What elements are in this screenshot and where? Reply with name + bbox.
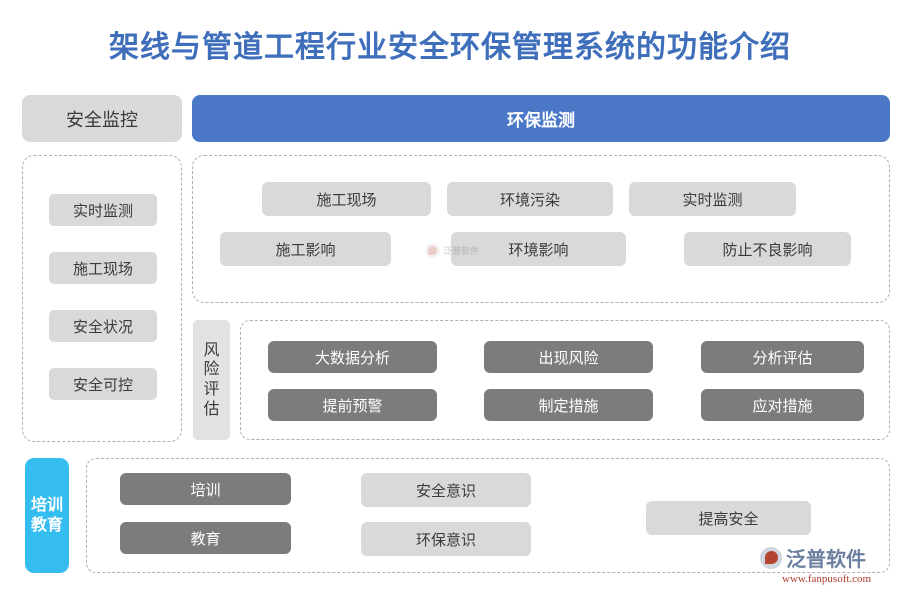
list-item[interactable]: 出现风险	[484, 341, 653, 373]
list-item[interactable]: 防止不良影响	[684, 232, 851, 266]
tab-environmental-monitoring-label: 环保监测	[507, 111, 575, 130]
training-tab-line: 教育	[30, 516, 63, 534]
risk-chip-label: 分析评估	[752, 349, 813, 367]
page-title: 架线与管道工程行业安全环保管理系统的功能介绍	[109, 31, 791, 64]
list-item[interactable]: 制定措施	[484, 389, 653, 421]
risk-assessment-panel: 大数据分析 出现风险 分析评估 提前预警 制定措施 应对措施	[240, 320, 890, 440]
list-item[interactable]: 安全可控	[49, 368, 157, 400]
list-item[interactable]: 环境影响	[451, 232, 626, 266]
env-chip-label: 环境污染	[499, 191, 560, 209]
risk-chip-label: 制定措施	[538, 397, 599, 415]
risk-label-char: 估	[203, 400, 220, 418]
safety-monitoring-panel: 实时监测 施工现场 安全状况 安全可控	[22, 155, 182, 442]
list-item[interactable]: 分析评估	[701, 341, 864, 373]
list-item[interactable]: 施工影响	[220, 232, 391, 266]
list-item[interactable]: 提前预警	[268, 389, 437, 421]
risk-chip-label: 提前预警	[322, 397, 383, 415]
training-chip-label: 教育	[190, 530, 221, 548]
safety-item-label: 安全可控	[72, 376, 133, 394]
env-chip-label: 施工现场	[316, 191, 377, 209]
list-item[interactable]: 培训	[120, 473, 291, 505]
training-chip-label: 培训	[190, 481, 221, 499]
env-chip-label: 施工影响	[275, 241, 336, 259]
list-item[interactable]: 实时监测	[49, 194, 157, 226]
safety-item-label: 实时监测	[72, 202, 133, 220]
safety-item-label: 安全状况	[72, 318, 133, 336]
tab-safety-monitoring[interactable]: 安全监控	[22, 95, 182, 142]
list-item[interactable]: 提高安全	[646, 501, 811, 535]
training-chip-label: 安全意识	[415, 482, 476, 500]
safety-item-label: 施工现场	[72, 260, 133, 278]
training-education-tab[interactable]: 培训 教育	[25, 458, 69, 573]
env-chip-label: 环境影响	[508, 241, 569, 259]
env-chip-label: 实时监测	[682, 191, 743, 209]
list-item[interactable]: 应对措施	[701, 389, 864, 421]
list-item[interactable]: 环保意识	[361, 522, 531, 556]
list-item[interactable]: 安全状况	[49, 310, 157, 342]
risk-chip-label: 出现风险	[538, 349, 599, 367]
list-item[interactable]: 环境污染	[447, 182, 613, 216]
risk-label-char: 评	[203, 381, 220, 398]
env-chip-label: 防止不良影响	[722, 241, 813, 259]
list-item[interactable]: 实时监测	[629, 182, 796, 216]
list-item[interactable]: 安全意识	[361, 473, 531, 507]
tab-environmental-monitoring[interactable]: 环保监测	[192, 95, 890, 142]
risk-chip-label: 应对措施	[752, 397, 813, 415]
training-chip-label: 提高安全	[698, 510, 759, 528]
training-chip-label: 环保意识	[415, 531, 476, 549]
training-tab-line: 培训	[30, 496, 63, 514]
risk-label-char: 险	[203, 361, 220, 379]
tab-safety-monitoring-label: 安全监控	[66, 109, 138, 130]
list-item[interactable]: 教育	[120, 522, 291, 554]
brand-logo-url: www.fanpusoft.com	[782, 573, 872, 585]
environmental-monitoring-panel: 施工现场 环境污染 实时监测 施工影响 环境影响 防止不良影响	[192, 155, 890, 303]
risk-assessment-label: 风 险 评 估	[193, 320, 230, 440]
list-item[interactable]: 施工现场	[262, 182, 431, 216]
risk-chip-label: 大数据分析	[314, 349, 390, 367]
list-item[interactable]: 施工现场	[49, 252, 157, 284]
training-education-panel: 培训 教育 安全意识 环保意识 提高安全	[86, 458, 890, 573]
list-item[interactable]: 大数据分析	[268, 341, 437, 373]
risk-label-char: 风	[203, 341, 220, 359]
